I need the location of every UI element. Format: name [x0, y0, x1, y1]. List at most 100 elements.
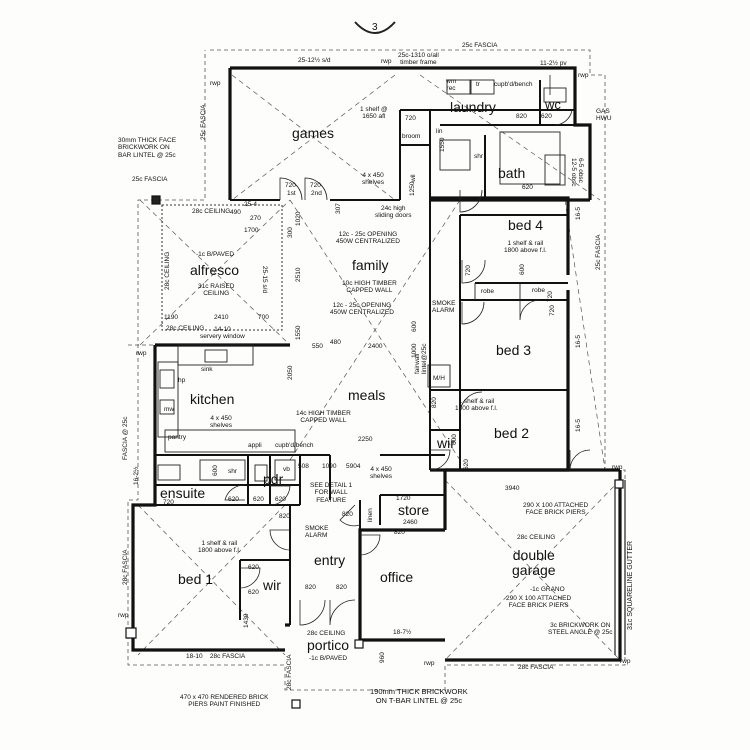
room-wc: wc — [545, 97, 561, 112]
dim-1550: 1550 — [439, 137, 446, 152]
note-smoke-alarm-entry: SMOKE ALARM — [305, 525, 329, 540]
dim-700: 700 — [258, 314, 269, 321]
note-pantry: pantry — [168, 434, 187, 441]
dim-1250: 1250 — [409, 181, 416, 196]
dim-820-laundry: 820 — [516, 113, 527, 120]
note-gas-hwu: GAS HWU — [596, 108, 612, 123]
room-bed2: bed 2 — [494, 425, 530, 441]
room-kitchen: kitchen — [190, 391, 235, 407]
note-fascia-bottom-left: 18-10 28c FASCIA — [186, 653, 246, 660]
note-detail: SEE DETAIL 1 FOR WALL FEATURE — [310, 482, 353, 504]
dim-2410: 2410 — [214, 314, 229, 321]
room-games: games — [292, 125, 335, 141]
dim-3940: 3940 — [505, 485, 520, 492]
note-rwp-1: rwp — [381, 58, 392, 65]
dim-25-4: 25-4 — [244, 201, 258, 208]
dim-1020: 1020 — [295, 211, 302, 226]
note-ceiling-portico: 28c CEILING — [307, 630, 346, 637]
dim-720-bed4: 720 — [465, 265, 472, 276]
note-kitchen-shelves: 4 x 450 shelves — [210, 415, 233, 430]
note-rwp-8: rwp — [118, 612, 129, 619]
note-servery: 14-10 servery window — [200, 326, 245, 341]
dim-620-pdr: 620 — [275, 496, 286, 503]
room-laundry: laundry — [450, 99, 496, 115]
note-shr-ensuite: shr — [228, 468, 238, 475]
note-ceiling-alfresco-left: 28c CEILING — [164, 251, 171, 290]
room-office: office — [380, 569, 414, 585]
note-brick-piers-top: 290 X 100 ATTACHED FACE BRICK PIERS — [523, 502, 589, 517]
note-lin: lin — [436, 128, 443, 135]
note-pv-top: 11-2½ pv — [540, 60, 567, 67]
room-ensuite: ensuite — [160, 485, 206, 501]
note-appli: appli — [248, 442, 262, 449]
note-rwp-7: rwp — [424, 660, 435, 667]
room-meals: meals — [348, 387, 386, 403]
note-fascia-kitchen-vert: FASCIA @ 25c — [122, 416, 129, 460]
door-swings — [224, 75, 591, 626]
dim-820-e: 820 — [394, 529, 405, 536]
dim-720-a: 720 — [285, 182, 296, 189]
dim-820-bed: 820 — [431, 397, 438, 408]
note-opening-bottom: 12c - 25c OPENING 450W CENTRALIZED — [330, 302, 394, 317]
dim-2460: 2460 — [403, 519, 418, 526]
dim-720-ens: 720 — [163, 499, 174, 506]
dim-600-f: 600 — [212, 465, 219, 476]
garage-gutter — [614, 480, 626, 655]
dim-1550-b: 1550 — [295, 325, 302, 340]
note-vb: vb — [283, 466, 290, 473]
note-brickwork-face: 30mm THICK FACE BRICKWORK ON BAR LINTEL … — [118, 137, 177, 159]
room-wir-bed1: wir — [263, 577, 281, 593]
dim-620-wc: 620 — [541, 113, 552, 120]
dim-2050: 2050 — [287, 365, 294, 380]
note-fascia-right-vert: 25c FASCIA — [595, 234, 602, 270]
room-portico: portico — [307, 637, 350, 653]
dim-720-bed3: 720 — [549, 305, 556, 316]
note-rwp-4: rwp — [136, 350, 147, 357]
dim-18-7: 18-7½ — [393, 629, 412, 636]
dim-600-wir: 600 — [519, 264, 526, 275]
dim-300: 300 — [287, 227, 294, 238]
note-mh: M/H — [433, 375, 445, 382]
note-sheet-marker: 3 — [372, 22, 378, 33]
note-sd-alfresco: 25-15 s/d — [261, 266, 268, 294]
note-rwp-6: rwp — [620, 658, 631, 665]
interior-walls — [133, 80, 575, 625]
note-grano: -1c GRANO — [530, 586, 565, 593]
dim-16-5-a: 16-5 — [575, 206, 582, 220]
note-bed1-shelf: 1 shelf & rail 1800 above f.l. — [198, 540, 241, 555]
room-wir-bed2: wir — [437, 435, 455, 451]
note-brick-piers-mid: 290 X 100 ATTACHED FACE BRICK PIERS — [506, 595, 572, 610]
dim-820-d: 820 — [336, 584, 347, 591]
roof-diagonals — [137, 74, 621, 661]
dim-960: 960 — [379, 652, 386, 663]
note-timber-frame: 25c-1310 o/all timber frame — [398, 52, 439, 67]
note-games-shelf: 1 shelf @ 1650 afl — [360, 106, 388, 121]
dim-720-b: 720 — [310, 182, 321, 189]
note-robe-2: robe — [532, 287, 546, 294]
dim-2400: 2400 — [368, 343, 383, 350]
fixtures — [157, 79, 567, 482]
dim-620-bath: 620 — [522, 184, 533, 191]
brick-piers — [125, 195, 624, 709]
dim-820-c: 820 — [305, 584, 316, 591]
room-bed1: bed 1 — [178, 571, 214, 587]
note-fascia-bed1-vert: 28c FASCIA — [122, 549, 129, 585]
note-gutter: 31c SQUARELINE GUTTER — [627, 540, 634, 630]
note-mw: mw — [164, 406, 175, 413]
dim-720-games: 720 — [405, 115, 416, 122]
note-timber-wall-family: 10c HIGH TIMBER CAPPED WALL — [342, 280, 397, 295]
note-rwp-5: rwp — [612, 464, 623, 471]
room-bed3: bed 3 — [496, 342, 532, 358]
note-hp: hp — [178, 377, 186, 384]
alfresco-outline — [161, 204, 283, 331]
note-fascia-top: 25c FASCIA — [462, 42, 498, 49]
note-cupbd-bench: cupb'd/bench — [494, 81, 533, 88]
dim-620-c: 620 — [228, 496, 239, 503]
note-obsc: 6-5 obsc 12-5 obsc — [569, 158, 584, 187]
note-tr: tr — [476, 81, 480, 88]
note-bed4-shelf: 1 shelf & rail 1800 above f.l. — [504, 240, 547, 255]
dim-first: 1st — [287, 190, 296, 197]
dim-490: 490 — [230, 209, 241, 216]
